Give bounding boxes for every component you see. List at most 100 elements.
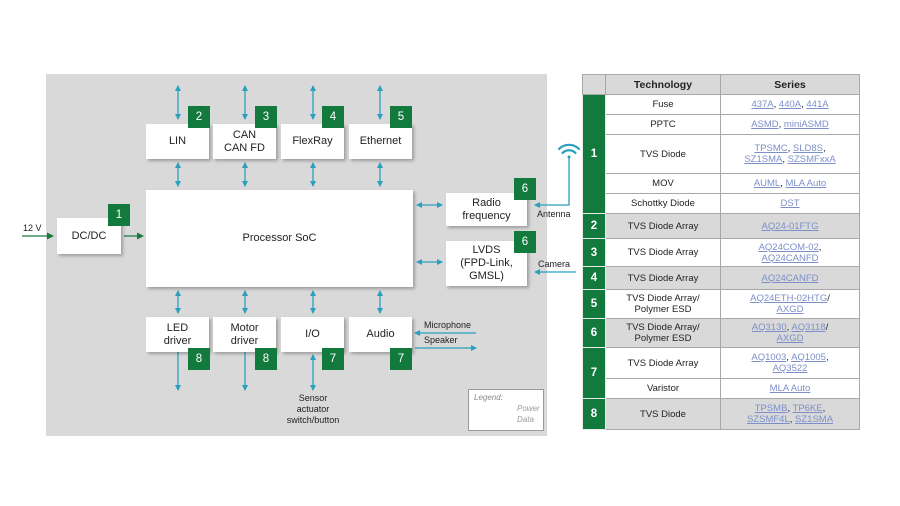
series-link[interactable]: AQ3522 (772, 363, 808, 374)
series-link[interactable]: SLD8S (792, 143, 823, 154)
series-link[interactable]: AQ1003 (751, 352, 787, 363)
ethernet-block: Ethernet (349, 124, 412, 159)
series-link[interactable]: DST (780, 198, 800, 209)
led-label-line2: driver (163, 334, 192, 347)
table-header-row: Technology Series (582, 74, 860, 95)
lin-badge: 2 (188, 106, 210, 128)
header-series: Series (720, 74, 860, 95)
group-number: 3 (582, 238, 606, 267)
group-number: 1 (582, 94, 606, 214)
series-link[interactable]: AXGD (776, 333, 804, 344)
microphone-label: Microphone (424, 320, 472, 330)
technology-cell: TVS Diode Array/Polymer ESD (605, 289, 721, 319)
technology-cell: TVS Diode Array (605, 347, 721, 379)
radio-label-line1: Radio (472, 196, 501, 209)
series-link[interactable]: ASMD (751, 119, 779, 130)
lvds-label-line2: (FPD-Link, (460, 257, 513, 269)
separator: , (818, 241, 822, 253)
series-link[interactable]: 437A (751, 99, 774, 110)
series-link[interactable]: AQ3118 (791, 322, 826, 333)
separator: , (786, 322, 792, 333)
separator: , (787, 143, 793, 154)
series-link[interactable]: AQ24-01FTG (761, 220, 819, 232)
sensor-label-line1: Sensor (298, 393, 328, 403)
audio-block: Audio (349, 317, 412, 352)
technology-cell: TVS Diode Array (605, 238, 721, 267)
series-link[interactable]: SZ1SMA (744, 154, 783, 165)
led-badge: 8 (188, 348, 210, 370)
lin-label: LIN (168, 135, 187, 147)
series-link[interactable]: AQ24COM-02 (758, 241, 819, 253)
table-row: Schottky Diode DST (583, 193, 860, 214)
flexray-badge: 4 (322, 106, 344, 128)
legend-title: Legend: (474, 393, 503, 402)
io-badge: 7 (322, 348, 344, 370)
series-link[interactable]: AUML (753, 178, 781, 189)
series-link[interactable]: MLA Auto (769, 383, 811, 394)
audio-label: Audio (366, 328, 395, 340)
series-link[interactable]: AQ3130 (751, 322, 787, 333)
series-link[interactable]: AQ24ETH-02HTG (750, 293, 828, 304)
series-link[interactable]: SZSMFxxA (787, 154, 836, 165)
series-link[interactable]: TPSMB (754, 403, 788, 414)
header-blank (582, 74, 606, 95)
series-link[interactable]: AQ24CANFD (761, 252, 819, 264)
series-link[interactable]: SZSMF4L (746, 414, 790, 425)
series-cell: ASMD, miniASMD (720, 114, 860, 135)
series-link[interactable]: AXGD (776, 304, 804, 315)
series-link[interactable]: miniASMD (783, 119, 829, 130)
led-driver-block: LED driver (146, 317, 209, 352)
series-cell: TPSMB, TP6KE, SZSMF4L, SZ1SMA (720, 398, 860, 430)
group-number: 2 (582, 213, 606, 239)
separator: / (827, 293, 830, 304)
audio-badge: 7 (390, 348, 412, 370)
motor-driver-block: Motor driver (213, 317, 276, 352)
series-cell: AQ3130, AQ3118/ AXGD (720, 318, 860, 348)
lvds-badge: 6 (514, 231, 536, 253)
series-cell: MLA Auto (720, 378, 860, 399)
technology-cell: PPTC (605, 114, 721, 135)
series-link[interactable]: TPSMC (754, 143, 788, 154)
series-link[interactable]: 440A (778, 99, 802, 110)
series-link[interactable]: AQ1005 (791, 352, 826, 363)
series-link[interactable]: MLA Auto (785, 178, 827, 189)
can-label-line1: CAN (232, 128, 257, 141)
sensor-label-line2: actuator (296, 404, 330, 414)
technology-cell: Fuse (605, 94, 721, 115)
series-link[interactable]: AQ24CANFD (761, 272, 819, 284)
motor-label-line1: Motor (230, 321, 259, 334)
motor-badge: 8 (255, 348, 277, 370)
can-label-line2: CAN FD (224, 141, 265, 154)
technology-cell: Varistor (605, 378, 721, 399)
series-link[interactable]: SZ1SMA (795, 414, 834, 425)
separator: / (825, 322, 829, 333)
io-label: I/O (305, 328, 320, 340)
processor-soc-block: Processor SoC (146, 190, 413, 287)
separator: , (780, 178, 786, 189)
group-number: 5 (582, 289, 606, 319)
separator: , (782, 154, 788, 165)
table-row: Varistor MLA Auto (583, 378, 860, 399)
series-link[interactable]: 441A (806, 99, 829, 110)
lin-block: LIN (146, 124, 209, 159)
lvds-label-line3: GMSL) (469, 270, 504, 282)
ethernet-badge: 5 (390, 106, 412, 128)
camera-label: Camera (538, 259, 571, 269)
sensor-label: Sensor actuator switch/button (278, 393, 348, 426)
antenna-icon (557, 143, 581, 159)
header-technology: Technology (605, 74, 721, 95)
technology-cell: Schottky Diode (605, 193, 721, 214)
dcdc-label: DC/DC (71, 229, 107, 242)
series-cell: TPSMC, SLD8S, SZ1SMA, SZSMFxxA (720, 134, 860, 174)
series-link[interactable]: TP6KE (792, 403, 823, 414)
series-cell: AQ24COM-02, AQ24CANFD (720, 238, 860, 267)
series-cell: 437A, 440A, 441A (720, 94, 860, 115)
antenna-label: Antenna (537, 209, 571, 219)
processor-soc-label: Processor SoC (242, 232, 317, 244)
